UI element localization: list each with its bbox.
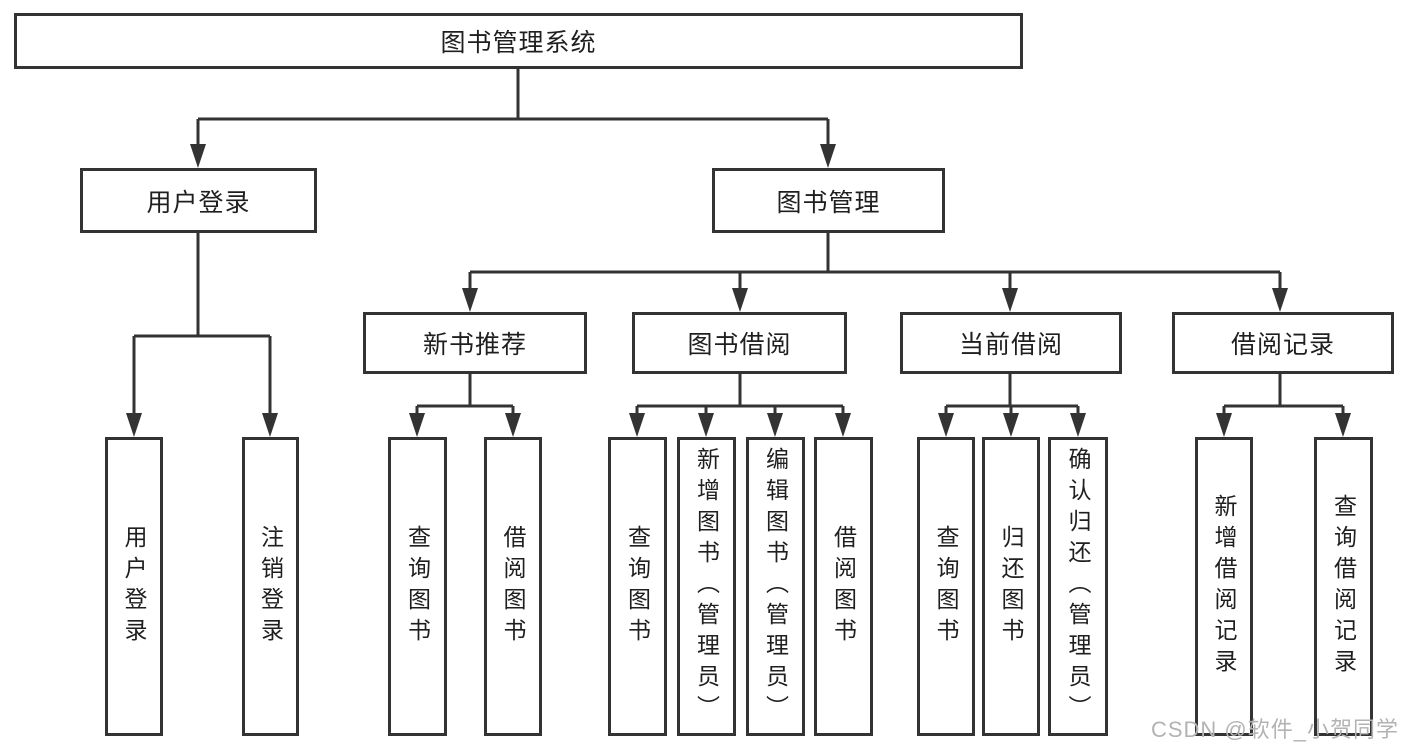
node-user-login: 用户登录	[80, 168, 317, 233]
watermark: CSDN @软件_小贺同学	[1150, 717, 1399, 742]
leaf-query-books-borrow: 查询图书	[608, 437, 667, 736]
node-borrowing-records: 借阅记录	[1172, 312, 1394, 374]
leaf-borrow-books: 借阅图书	[814, 437, 873, 736]
leaf-user-login: 用户登录	[105, 437, 163, 736]
node-current-borrowing: 当前借阅	[900, 312, 1122, 374]
leaf-query-borrow-record: 查询借阅记录	[1314, 437, 1373, 736]
leaf-return-books: 归还图书	[982, 437, 1040, 736]
leaf-confirm-return-admin: 确认归还（管理员）	[1048, 437, 1108, 736]
node-book-management: 图书管理	[712, 168, 945, 233]
node-library-system: 图书管理系统	[14, 13, 1023, 69]
leaf-query-books-current: 查询图书	[917, 437, 975, 736]
leaf-add-borrow-record: 新增借阅记录	[1195, 437, 1253, 736]
leaf-edit-books-admin: 编辑图书（管理员）	[746, 437, 805, 736]
node-book-borrowing: 图书借阅	[632, 312, 847, 374]
node-new-book-recommendation: 新书推荐	[363, 312, 587, 374]
leaf-query-books-recommend: 查询图书	[388, 437, 447, 736]
leaf-add-books-admin: 新增图书（管理员）	[677, 437, 736, 736]
leaf-logout-login: 注销登录	[242, 437, 299, 736]
leaf-borrow-books-recommend: 借阅图书	[484, 437, 542, 736]
